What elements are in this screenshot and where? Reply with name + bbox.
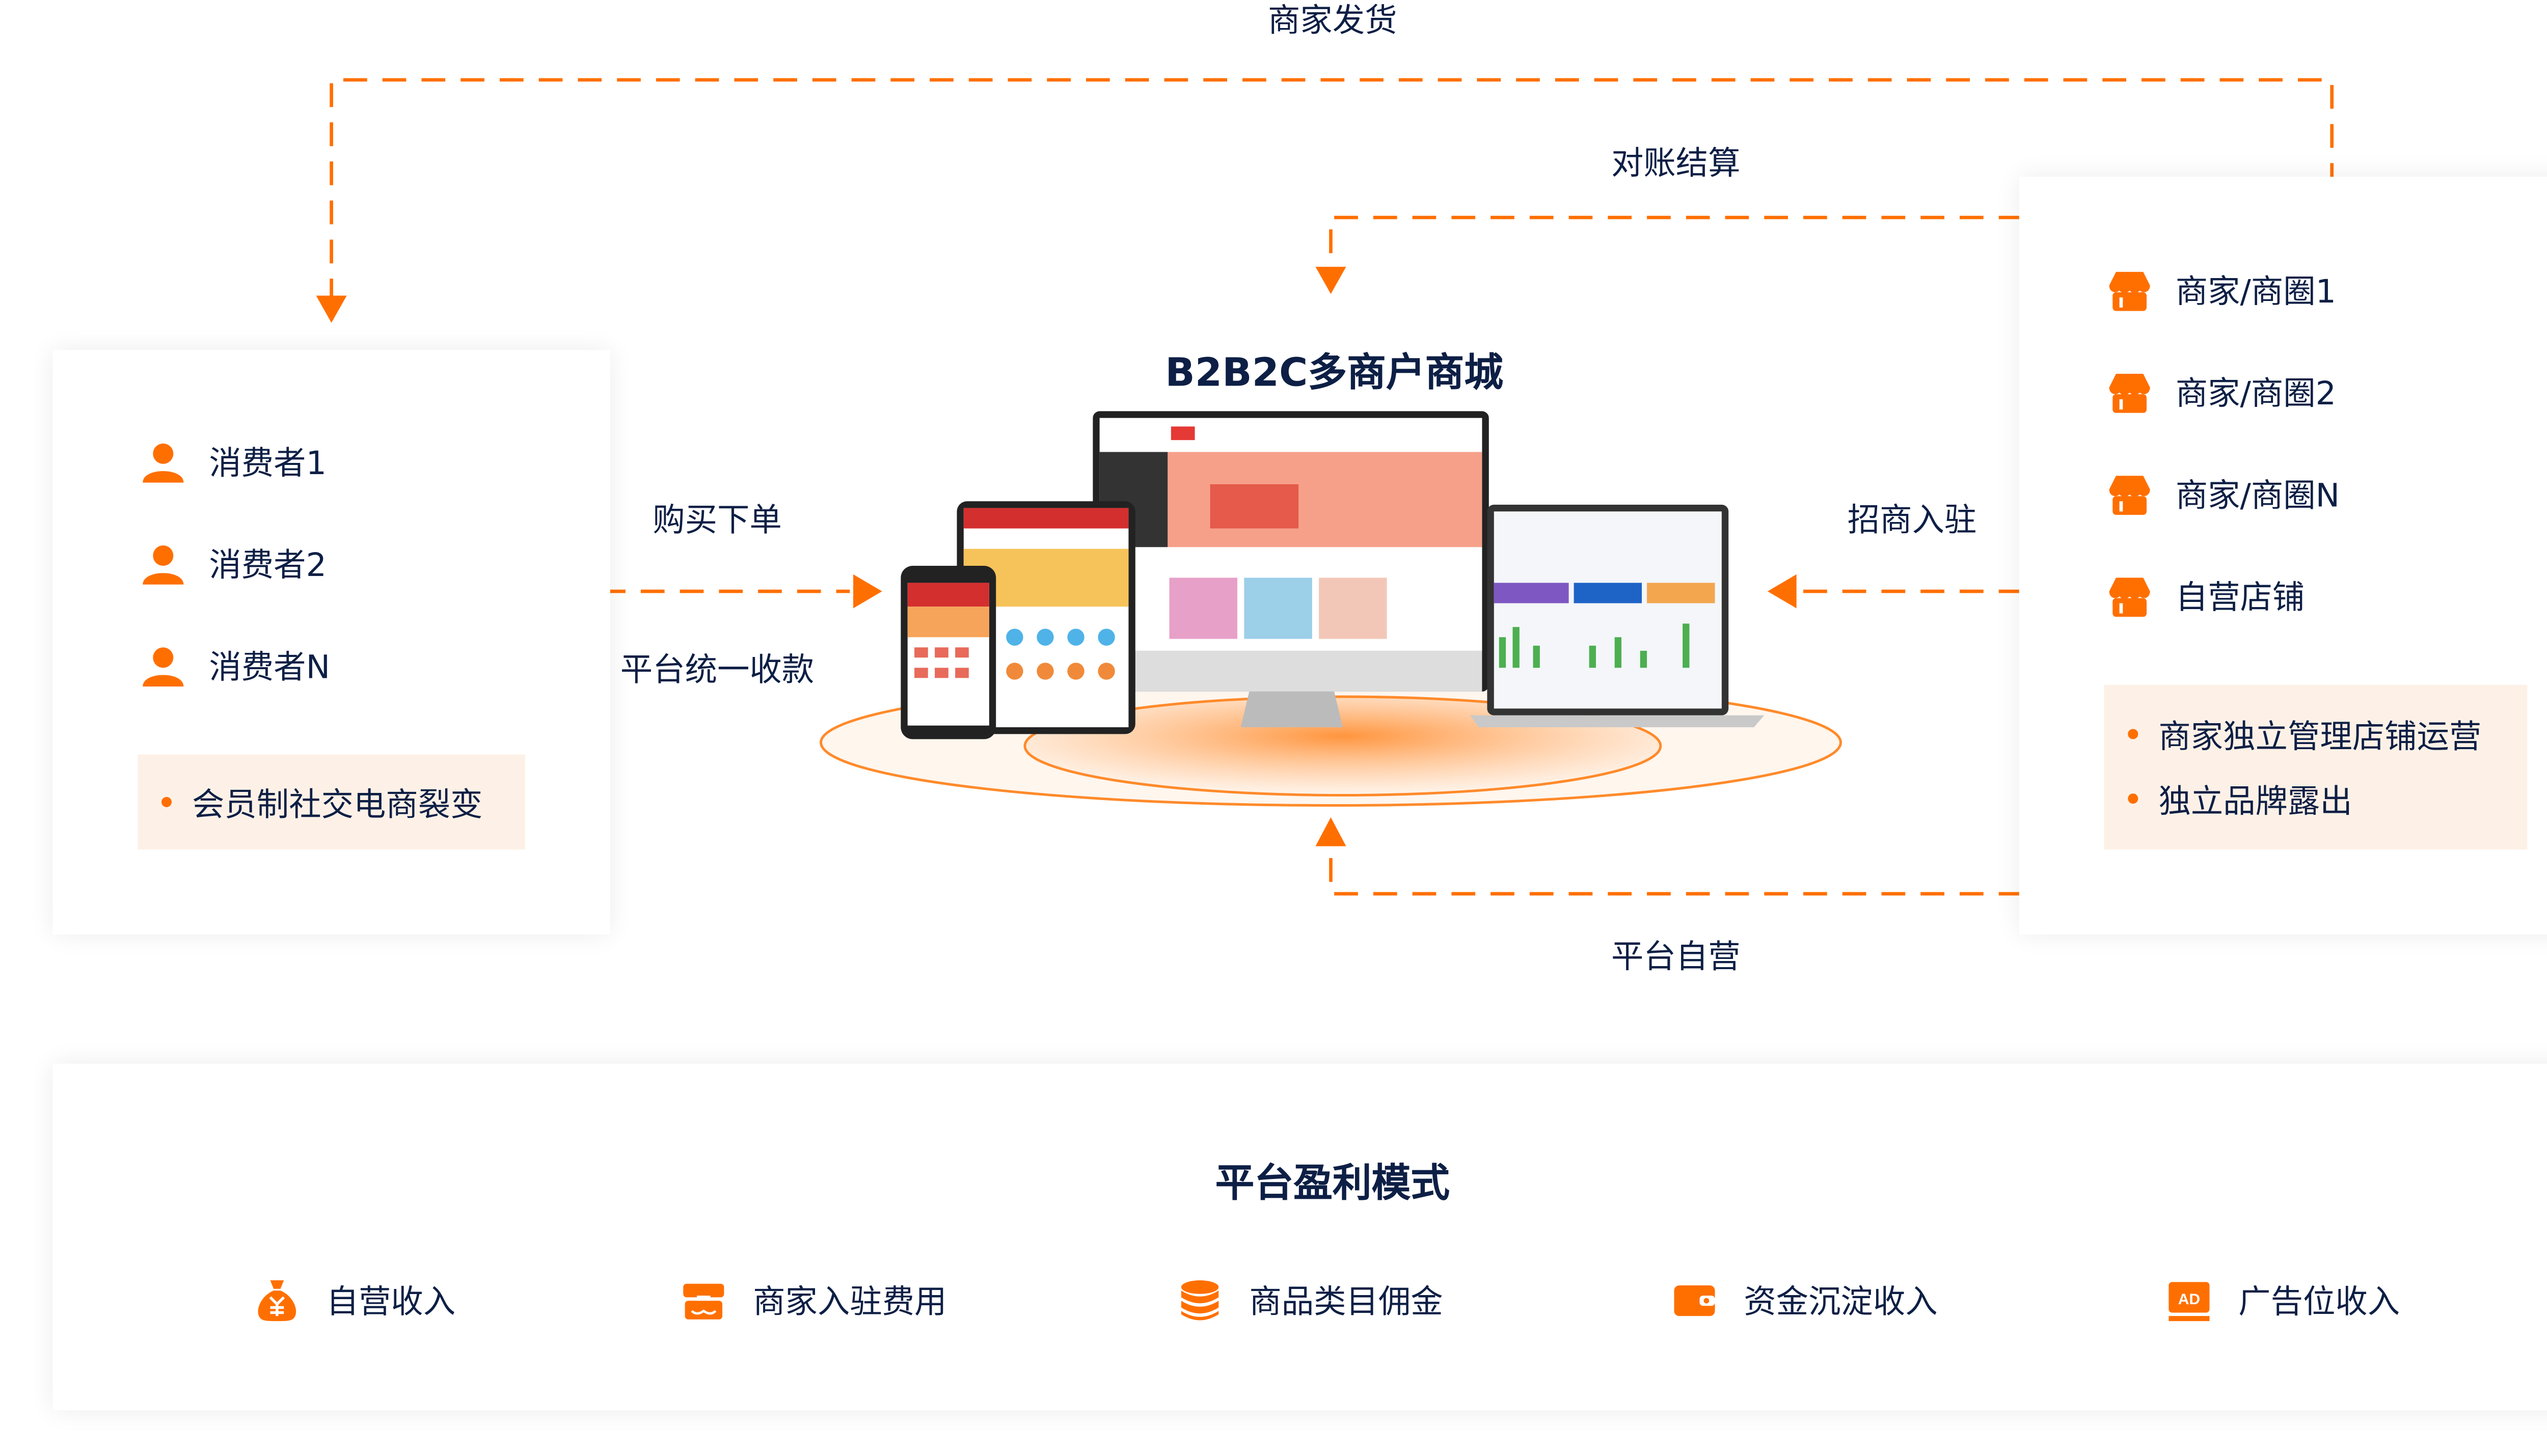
arrow-down-icon — [316, 295, 347, 323]
arrow-down-icon — [1315, 266, 1346, 294]
profit-item: 商家入驻费用 — [682, 1277, 947, 1323]
merchant-tag: 独立品牌露出 — [2158, 782, 2352, 820]
merchant-item: 商家/商圈2 — [2107, 369, 2336, 415]
profit-title: 平台盈利模式 — [1215, 1162, 1450, 1206]
ad-icon: AD — [2169, 1281, 2210, 1321]
arrow-up-icon — [1315, 817, 1346, 846]
consumer-card: 消费者1 消费者2 消费者N 会员制社交电商裂变 — [52, 350, 610, 935]
reconciliation-flow-line — [1329, 215, 2023, 272]
consumer-item: 消费者1 — [141, 438, 327, 484]
consumer-tag: 会员制社交电商裂变 — [192, 786, 483, 823]
phone-icon — [901, 566, 996, 739]
consumer-label: 消费者N — [209, 649, 331, 686]
center-title: B2B2C多商户商城 — [1165, 351, 1504, 396]
reconciliation-label: 对账结算 — [1611, 145, 1741, 183]
store-icon — [2109, 373, 2150, 413]
merchant-item: 商家/商圈1 — [2107, 267, 2336, 313]
profit-item: AD 广告位收入 — [2167, 1277, 2400, 1323]
store-icon — [2109, 271, 2150, 310]
wallet-icon — [1674, 1284, 1715, 1315]
profit-model-card: 平台盈利模式 自营收入 商家入驻费用 商品类目佣金 资金沉淀收入 AD 广告位收… — [52, 1063, 2547, 1411]
profit-item: 自营收入 — [255, 1277, 455, 1323]
merchant-label: 商家/商圈N — [2175, 477, 2340, 515]
consumer-item: 消费者2 — [141, 540, 327, 586]
merchant-item: 自营店铺 — [2107, 572, 2305, 618]
profit-item: 资金沉淀收入 — [1672, 1277, 1938, 1323]
bullet-icon — [2128, 793, 2138, 804]
merchant-tag: 商家独立管理店铺运营 — [2158, 718, 2482, 756]
profit-label: 广告位收入 — [2238, 1283, 2400, 1322]
arrow-left-icon — [1767, 574, 1797, 609]
merchant-label: 商家/商圈2 — [2175, 375, 2337, 413]
store-icon — [683, 1283, 724, 1319]
monitor-icon — [1093, 411, 1489, 728]
profit-label: 资金沉淀收入 — [1744, 1283, 1938, 1322]
purchase-label: 购买下单 — [653, 502, 782, 540]
consumer-item: 消费者N — [141, 642, 330, 688]
bullet-icon — [161, 796, 172, 807]
store-icon — [2109, 576, 2150, 616]
bullet-icon — [2128, 729, 2138, 739]
merchant-label: 商家/商圈1 — [2175, 273, 2337, 311]
consumer-tag-box: 会员制社交电商裂变 — [138, 754, 525, 850]
self-operated-label: 平台自营 — [1611, 939, 1741, 976]
merchant-label: 自营店铺 — [2175, 579, 2305, 617]
onboarding-label: 招商入驻 — [1847, 502, 1977, 540]
user-icon — [143, 646, 184, 686]
merchant-ship-label: 商家发货 — [1268, 3, 1397, 40]
user-icon — [143, 443, 184, 482]
laptop-icon — [1470, 504, 1765, 728]
consumer-label: 消费者1 — [209, 445, 327, 483]
ship-flow-line — [330, 78, 2334, 303]
arrow-right-icon — [853, 574, 882, 609]
svg-text:AD: AD — [2178, 1290, 2200, 1307]
consumer-label: 消费者2 — [209, 547, 327, 585]
self-operated-flow-line — [1329, 846, 2023, 896]
merchant-item: 商家/商圈N — [2107, 471, 2340, 516]
profit-label: 商家入驻费用 — [753, 1283, 947, 1322]
merchant-tag-box: 商家独立管理店铺运营 独立品牌露出 — [2104, 684, 2528, 850]
store-icon — [2109, 475, 2150, 514]
profit-label: 自营收入 — [326, 1283, 456, 1322]
device-mockups — [820, 411, 1842, 807]
user-icon — [143, 544, 184, 584]
unified-payment-label: 平台统一收款 — [620, 651, 815, 689]
money-bag-icon — [258, 1279, 296, 1321]
profit-label: 商品类目佣金 — [1249, 1283, 1443, 1322]
profit-item: 商品类目佣金 — [1178, 1277, 1443, 1323]
coins-stack-icon — [1181, 1279, 1219, 1320]
merchant-card: 商家/商圈1 商家/商圈2 商家/商圈N 自营店铺 商家独立管理店铺运营 独立品… — [2019, 176, 2547, 935]
